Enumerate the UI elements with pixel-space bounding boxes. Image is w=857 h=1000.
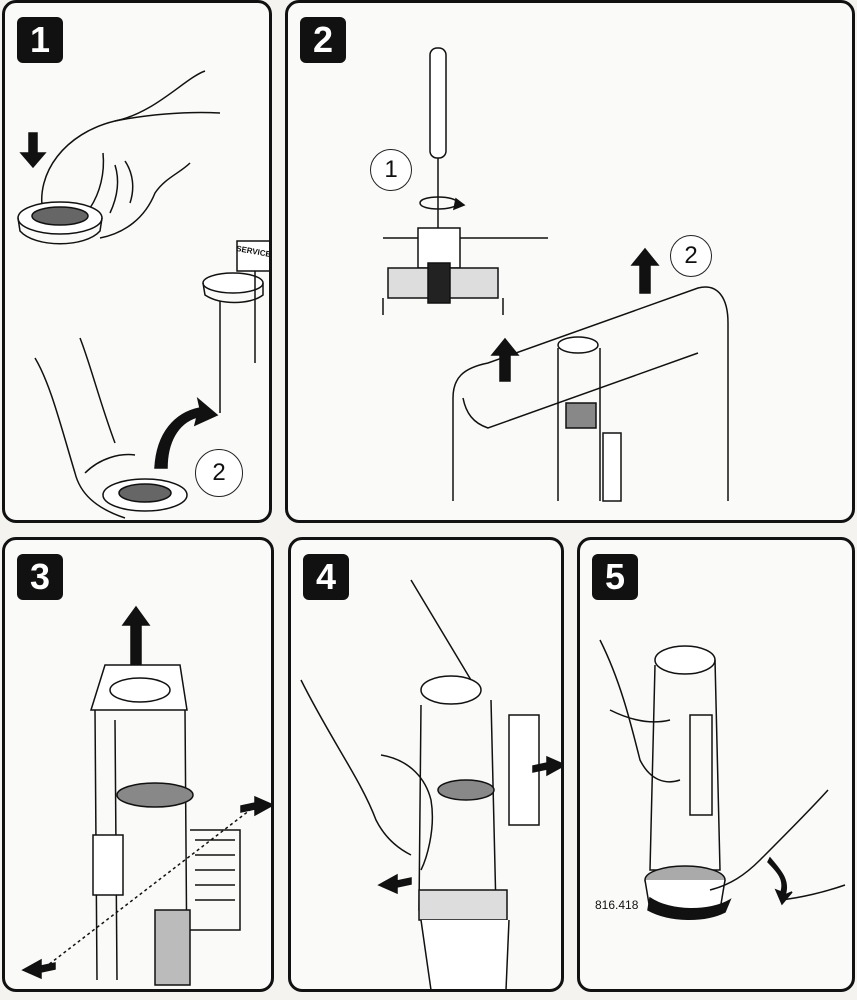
press-arrow-icon-right <box>533 757 561 775</box>
turn-arrow-icon <box>155 399 217 468</box>
panel-step-2: 2 1 2 <box>285 0 855 523</box>
press-arrow-icon-left <box>379 875 411 893</box>
step-2-substep-1: 1 <box>370 149 412 191</box>
panel-step-3: 3 <box>2 537 274 992</box>
step-2-badge: 2 <box>300 17 346 63</box>
lift-arrow-icon-upper <box>632 249 658 293</box>
panel-step-1: 1 SERVICE 2 <box>2 0 272 523</box>
step-2-substep-2: 2 <box>670 235 712 277</box>
step-2-illustration <box>288 3 855 523</box>
step-4-illustration <box>291 540 561 989</box>
press-arrow-icon-left <box>23 960 55 978</box>
step-1-badge: 1 <box>17 17 63 63</box>
rotate-arrow-icon <box>648 898 730 919</box>
step-5-badge: 5 <box>592 554 638 600</box>
step-5-illustration <box>580 540 855 992</box>
rotate-arrow-icon <box>420 197 458 209</box>
step-4-badge: 4 <box>303 554 349 600</box>
step-1-illustration <box>5 3 269 523</box>
lift-arrow-icon-lower <box>492 339 518 381</box>
press-arrow-icon-right <box>241 797 271 815</box>
step-1-substep-2: 2 <box>195 449 243 497</box>
part-number: 816.418 <box>595 898 639 912</box>
step-3-illustration <box>5 540 271 992</box>
panel-step-5: 5 816.418 <box>577 537 855 992</box>
push-down-arrow-icon <box>21 133 45 167</box>
step-3-badge: 3 <box>17 554 63 600</box>
panel-step-4: 4 <box>288 537 564 992</box>
